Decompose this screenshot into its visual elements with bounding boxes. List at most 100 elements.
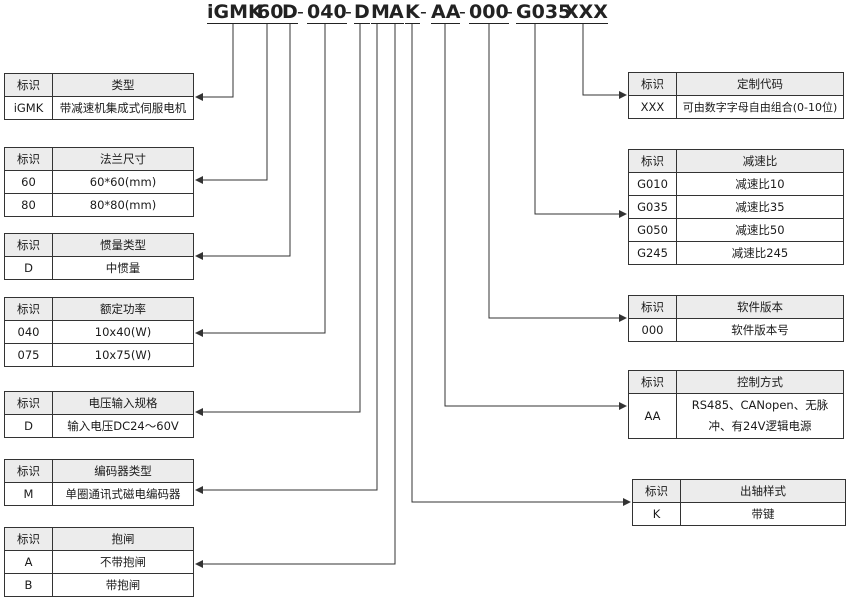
table-cell: 单圈通讯式磁电编码器 [52, 482, 194, 506]
table-header: 类型 [52, 73, 194, 97]
table-header: 标识 [4, 527, 53, 551]
table-cell: XXX [628, 95, 677, 119]
table-header: 标识 [628, 72, 677, 96]
connector-ratio [534, 24, 627, 218]
connector-voltage [195, 24, 361, 416]
table-cell: 带键 [680, 502, 846, 526]
table-cell: 减速比35 [676, 195, 844, 219]
code-segment-brake: A [389, 1, 404, 24]
code-separator: - [345, 1, 352, 23]
table-cell: 不带抱闸 [52, 550, 194, 574]
connector-inertia [195, 24, 291, 260]
code-segment-shaft: K [405, 1, 420, 24]
code-segment-voltage: D [354, 1, 370, 24]
table-cell: 80*80(mm) [52, 193, 194, 217]
table-cell: 减速比50 [676, 218, 844, 242]
code-separator: - [506, 1, 513, 23]
table-header: 软件版本 [676, 295, 844, 319]
connector-power [195, 24, 326, 337]
table-header: 标识 [4, 147, 53, 171]
table-cell: B [4, 573, 53, 597]
table-cell: AA [628, 393, 677, 439]
table-header: 额定功率 [52, 297, 194, 321]
table-cell: 60*60(mm) [52, 170, 194, 194]
table-cell: 带抱闸 [52, 573, 194, 597]
connector-custom [582, 24, 627, 99]
code-segment-series: iGMK [207, 1, 263, 24]
table-header: 标识 [4, 73, 53, 97]
table-header: 法兰尺寸 [52, 147, 194, 171]
table-cell: M [4, 482, 53, 506]
table-header: 编码器类型 [52, 459, 194, 483]
table-header: 减速比 [676, 149, 844, 173]
table-cell: 减速比245 [676, 241, 844, 265]
table-cell: G035 [628, 195, 677, 219]
table-header: 标识 [4, 297, 53, 321]
code-segment-flange: 60 [257, 1, 284, 24]
table-cell: D [4, 414, 53, 438]
connector-series [195, 24, 234, 101]
code-separator: - [297, 1, 304, 23]
table-cell: 中惯量 [52, 256, 194, 280]
connector-flange [195, 24, 268, 184]
code-segment-custom: XXX [564, 1, 608, 24]
code-segment-software: 000 [469, 1, 509, 24]
table-cell: RS485、CANopen、无脉冲、有24V逻辑电源 [676, 393, 844, 439]
table-header: 标识 [4, 233, 53, 257]
table-header: 标识 [628, 295, 677, 319]
table-cell: 80 [4, 193, 53, 217]
code-separator: - [459, 1, 466, 23]
table-cell: G050 [628, 218, 677, 242]
table-cell: 可由数字字母自由组合(0-10位) [676, 95, 844, 119]
table-cell: 带减速机集成式伺服电机 [52, 96, 194, 120]
table-cell: 10x75(W) [52, 343, 194, 367]
code-segment-ratio: G035 [516, 1, 572, 24]
code-separator: - [420, 1, 427, 23]
table-cell: G245 [628, 241, 677, 265]
table-header: 抱闸 [52, 527, 194, 551]
code-segment-encoder: M [371, 1, 390, 24]
table-header: 标识 [632, 479, 681, 503]
table-header: 电压输入规格 [52, 391, 194, 415]
table-cell: iGMK [4, 96, 53, 120]
table-cell: 减速比10 [676, 172, 844, 196]
table-header: 定制代码 [676, 72, 844, 96]
connector-shaft [411, 24, 631, 506]
table-cell: A [4, 550, 53, 574]
table-cell: 输入电压DC24～60V [52, 414, 194, 438]
table-cell: 000 [628, 318, 677, 342]
connector-brake [195, 24, 396, 568]
table-cell: 040 [4, 320, 53, 344]
table-header: 出轴样式 [680, 479, 846, 503]
table-header: 标识 [4, 391, 53, 415]
code-segment-power: 040 [307, 1, 347, 24]
connector-software [488, 24, 627, 322]
table-cell: K [632, 502, 681, 526]
table-cell: G010 [628, 172, 677, 196]
table-header: 标识 [628, 149, 677, 173]
table-cell: 075 [4, 343, 53, 367]
code-segment-control: AA [431, 1, 461, 24]
code-segment-inertia: D [282, 1, 298, 24]
table-header: 控制方式 [676, 370, 844, 394]
table-cell: 软件版本号 [676, 318, 844, 342]
table-cell: D [4, 256, 53, 280]
table-cell: 60 [4, 170, 53, 194]
connector-control [444, 24, 627, 410]
table-header: 惯量类型 [52, 233, 194, 257]
connector-encoder [195, 24, 378, 494]
table-header: 标识 [4, 459, 53, 483]
table-header: 标识 [628, 370, 677, 394]
